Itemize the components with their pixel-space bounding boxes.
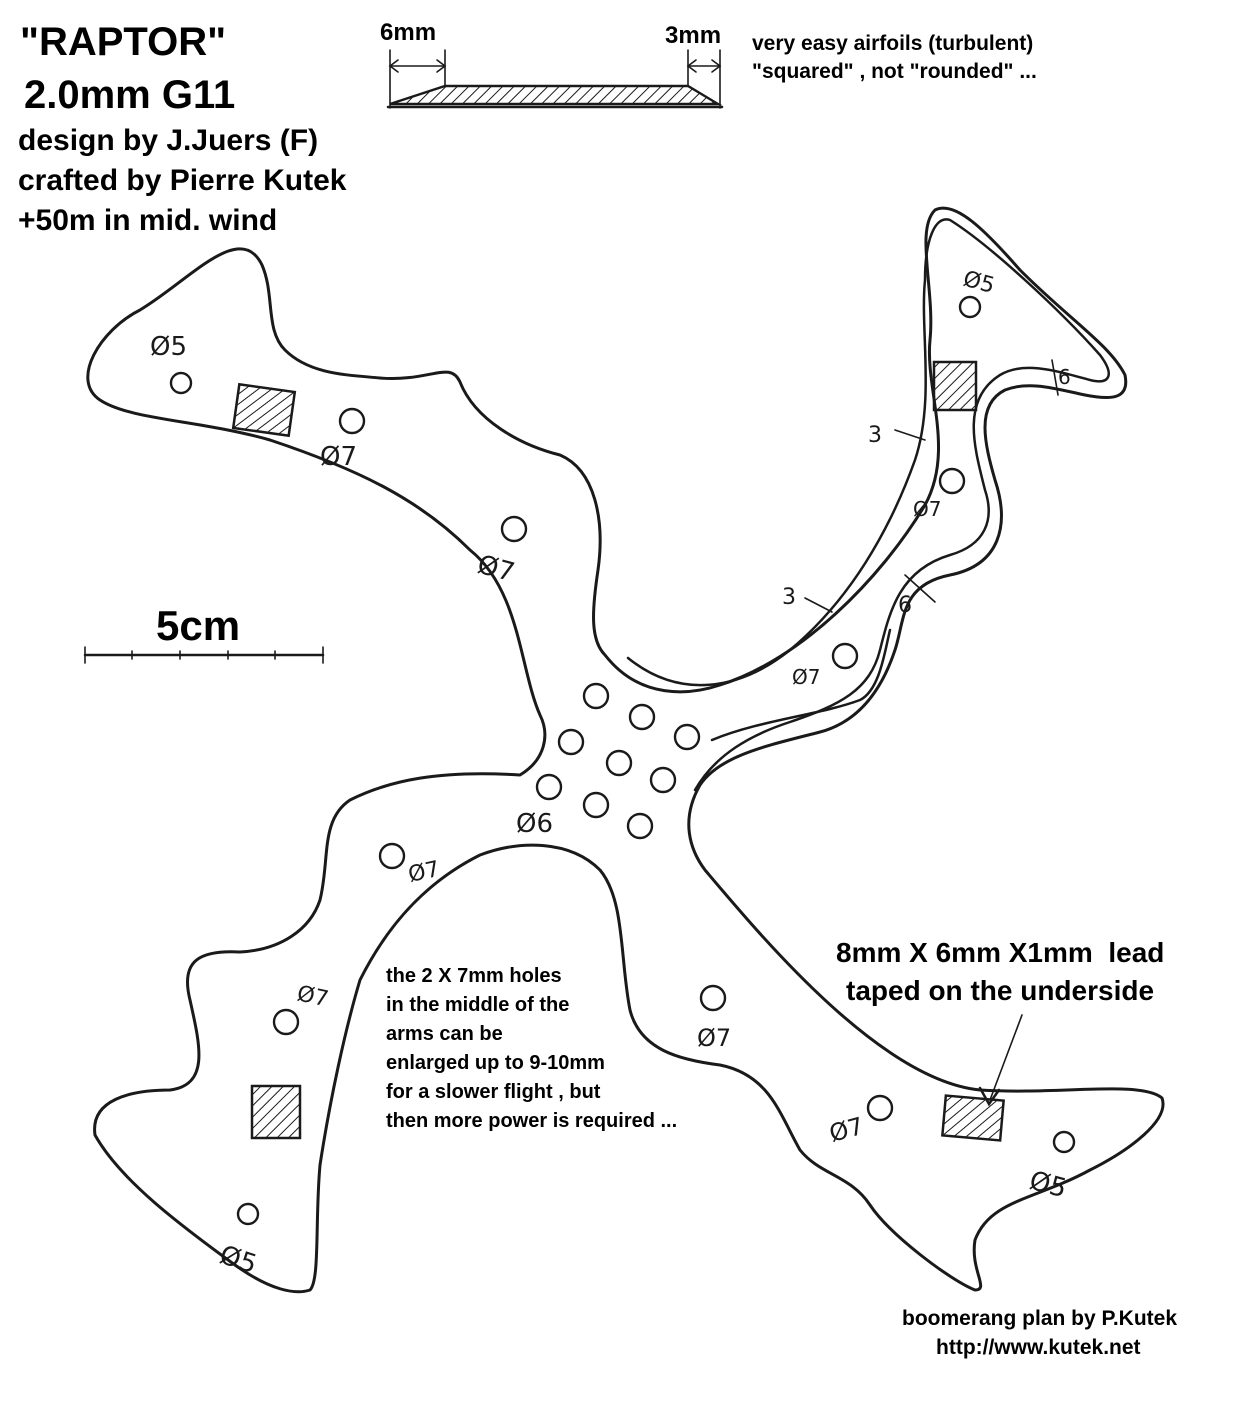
dim-7mm: Ø7 xyxy=(474,550,518,589)
holes-note-line: the 2 X 7mm holes xyxy=(386,965,562,987)
hole-7mm xyxy=(378,842,406,870)
holes-note: the 2 X 7mm holes in the middle of the a… xyxy=(386,965,677,1132)
plan-range: +50m in mid. wind xyxy=(18,204,277,237)
holes-note-line: for a slower flight , but xyxy=(386,1081,601,1103)
hole-6mm xyxy=(582,682,610,710)
credits-author: boomerang plan by P.Kutek xyxy=(902,1307,1177,1330)
dim-7mm: Ø7 xyxy=(792,665,820,689)
hole-6mm xyxy=(535,773,563,801)
holes-note-line: arms can be xyxy=(386,1023,503,1045)
bevel-dim-lower: 6 xyxy=(898,593,912,618)
lead-weight xyxy=(231,382,297,438)
dim-5mm: Ø5 xyxy=(1026,1166,1070,1205)
scale-bar xyxy=(83,646,325,664)
hole-6mm xyxy=(673,723,701,751)
boomerang-outline xyxy=(86,206,1165,1294)
lead-weight xyxy=(250,1084,302,1140)
hole-5mm xyxy=(958,295,982,319)
dim-5mm: Ø5 xyxy=(960,267,997,299)
hole-7mm xyxy=(938,467,966,495)
plan-crafter: crafted by Pierre Kutek xyxy=(18,164,347,197)
plan-material: 2.0mm G11 xyxy=(24,73,235,117)
airfoil-section: 6mm 3mm xyxy=(380,19,724,109)
hole-5mm xyxy=(1052,1130,1076,1154)
center-hole-cluster xyxy=(535,682,701,840)
bevel-line-upper xyxy=(626,218,1110,792)
holes-note-line: enlarged up to 9-10mm xyxy=(386,1052,605,1074)
lead-weight xyxy=(932,360,978,412)
holes-note-line: in the middle of the xyxy=(386,994,569,1016)
credits-url: http://www.kutek.net xyxy=(936,1336,1141,1359)
dim-7mm: Ø7 xyxy=(320,442,357,472)
holes-note-line: then more power is required ... xyxy=(386,1110,677,1132)
dim-5mm: Ø5 xyxy=(150,332,187,362)
hole-7mm xyxy=(500,515,528,543)
bevel-line-lower xyxy=(710,628,892,742)
hole-6mm xyxy=(649,766,677,794)
hole-5mm xyxy=(236,1202,260,1226)
dim-7mm: Ø7 xyxy=(826,1112,866,1148)
hole-6mm xyxy=(582,791,610,819)
bevel-dim-tip: 6 xyxy=(1058,365,1071,389)
airfoil-note-1: very easy airfoils (turbulent) xyxy=(752,32,1033,55)
bevel-marks: 6 3 3 6 xyxy=(782,359,1071,618)
hole-5mm xyxy=(169,371,193,395)
plan-designer: design by J.Juers (F) xyxy=(18,124,318,157)
airfoil-lead-width: 6mm xyxy=(380,19,436,46)
lead-weight xyxy=(941,1094,1005,1142)
scale-label: 5cm xyxy=(156,602,240,649)
lead-note-line: taped on the underside xyxy=(846,975,1154,1006)
dim-6mm: Ø6 xyxy=(516,809,553,839)
lead-note: 8mm X 6mm X1mm lead taped on the undersi… xyxy=(836,937,1164,1107)
hole-6mm xyxy=(628,703,656,731)
hole-7mm xyxy=(866,1094,894,1122)
plan-title: "RAPTOR" xyxy=(20,20,226,64)
hole-6mm xyxy=(626,812,654,840)
hole-7mm xyxy=(699,984,727,1012)
hole-7mm xyxy=(338,407,366,435)
airfoil-trail-width: 3mm xyxy=(665,22,721,49)
bevel-dim-mid: 3 xyxy=(782,585,796,610)
dim-5mm: Ø5 xyxy=(216,1240,260,1280)
hole-7mm xyxy=(272,1008,300,1036)
dim-7mm: Ø7 xyxy=(913,497,941,521)
dim-7mm: Ø7 xyxy=(295,981,331,1012)
bevel-dim-upper: 3 xyxy=(868,423,882,448)
hole-7mm xyxy=(831,642,859,670)
lead-note-line: 8mm X 6mm X1mm lead xyxy=(836,937,1164,968)
airfoil-note-2: "squared" , not "rounded" ... xyxy=(752,60,1037,83)
hole-6mm xyxy=(557,728,585,756)
hole-6mm xyxy=(605,749,633,777)
dim-7mm: Ø7 xyxy=(697,1024,731,1052)
